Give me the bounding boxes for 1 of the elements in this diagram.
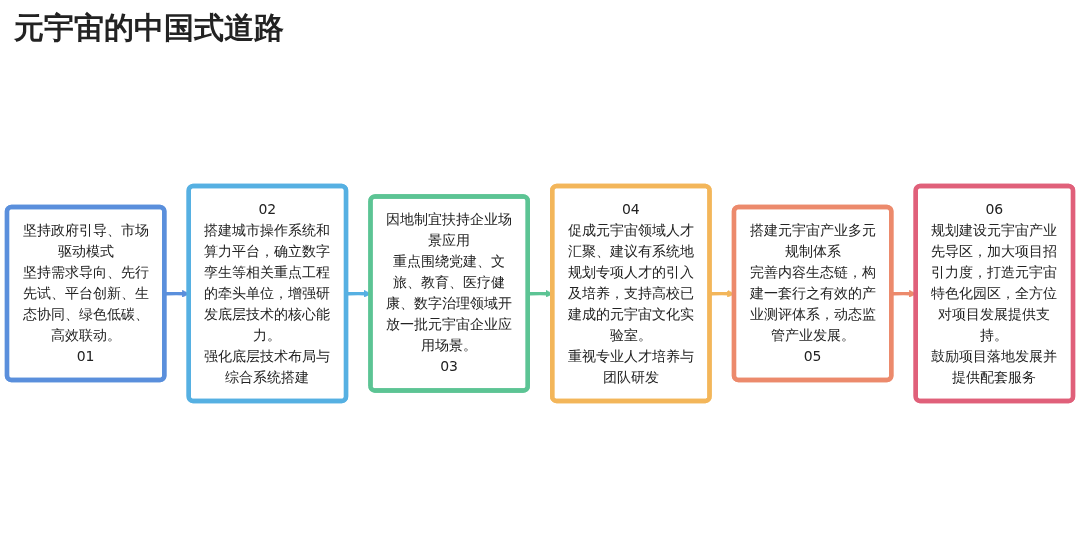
diagram-title: 元宇宙的中国式道路	[14, 9, 285, 47]
